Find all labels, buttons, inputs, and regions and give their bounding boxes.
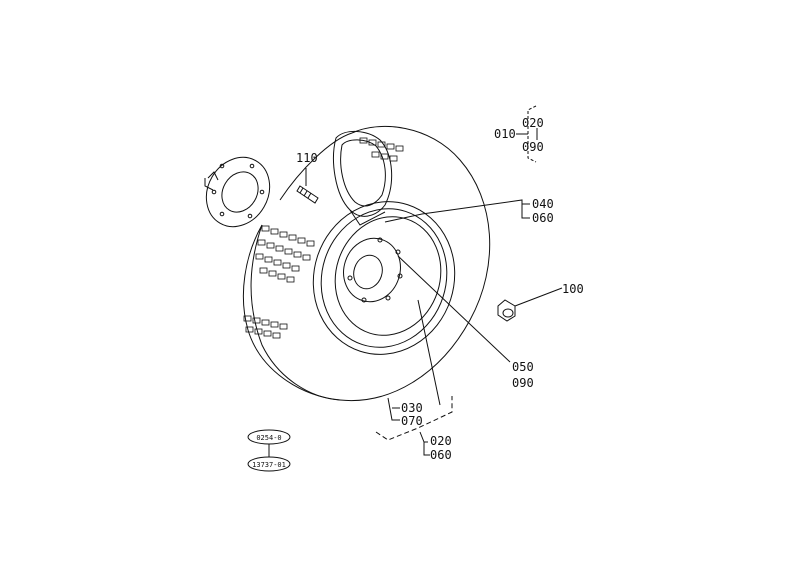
- label-090-bottom: 090: [512, 376, 534, 390]
- part-labels: 010 020 090 110 040 060 100 050 090 030 …: [252, 116, 584, 469]
- label-090-top: 090: [522, 140, 544, 154]
- stud-bolt: [296, 168, 319, 204]
- label-010: 010: [494, 127, 516, 141]
- label-060-bottom: 060: [430, 448, 452, 462]
- label-020-top: 020: [522, 116, 544, 130]
- label-100: 100: [562, 282, 584, 296]
- label-110: 110: [296, 151, 318, 165]
- label-060-right: 060: [532, 211, 554, 225]
- tire-section-cutaway: [333, 131, 393, 226]
- label-070: 070: [401, 414, 423, 428]
- tread-pattern-left: [243, 225, 315, 339]
- tire: [242, 125, 491, 402]
- stamp-bottom: 13737-01: [252, 461, 286, 469]
- label-020-bottom: 020: [430, 434, 452, 448]
- label-050: 050: [512, 360, 534, 374]
- stamp-top: 0254-0: [256, 434, 281, 442]
- label-030: 030: [401, 401, 423, 415]
- label-040: 040: [532, 197, 554, 211]
- leader-lines: [247, 105, 538, 472]
- wheel-nut: [497, 287, 563, 322]
- wheel-flange: [204, 156, 271, 228]
